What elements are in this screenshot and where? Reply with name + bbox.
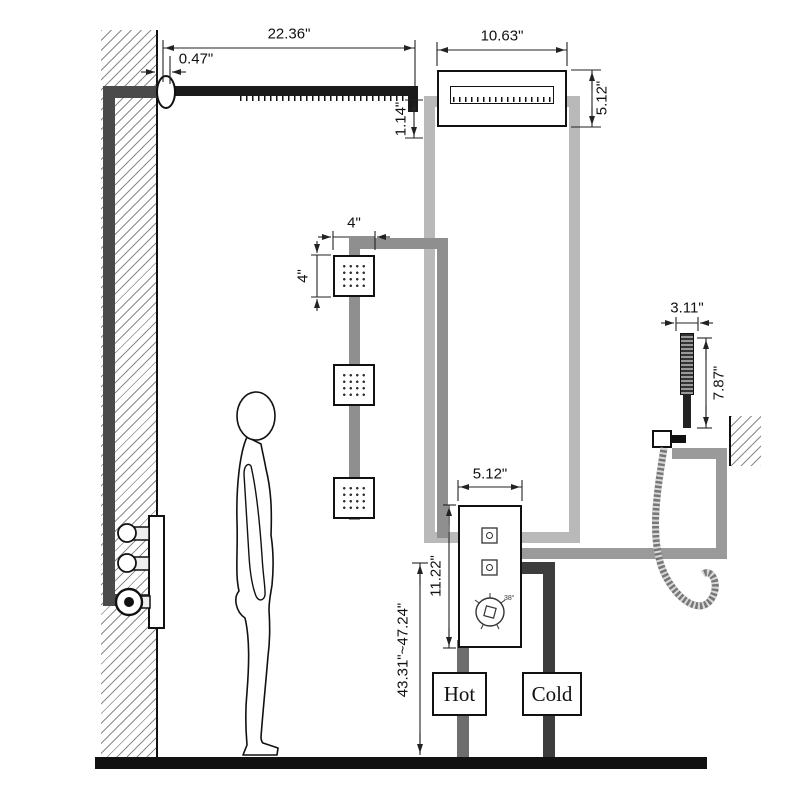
rain-loop-bottom-right xyxy=(514,532,580,543)
body-jet-3 xyxy=(333,477,375,519)
human-figure xyxy=(235,391,279,756)
rain-shower-spray-face xyxy=(453,97,551,102)
dim-valve-height: 11.22" xyxy=(427,555,445,597)
shower-arm-spray-ticks xyxy=(240,96,412,101)
thermostatic-valve-panel xyxy=(458,505,522,648)
hand-shower-handle xyxy=(683,394,691,428)
hot-supply-box: Hot xyxy=(432,672,487,716)
body-jet-2 xyxy=(333,364,375,406)
dim-rain-head-height: 5.12" xyxy=(593,80,611,116)
dim-body-jet-width: 4" xyxy=(347,214,361,232)
body-jet-1 xyxy=(333,255,375,297)
hand-shower-holder-connector xyxy=(670,435,686,443)
shower-arm xyxy=(160,86,418,96)
hot-label: Hot xyxy=(443,681,476,706)
rain-loop-left xyxy=(424,96,435,543)
wall-mixer-valve xyxy=(114,515,165,629)
jet-pipe-top xyxy=(349,238,445,249)
dark-supply-pipe-horizontal xyxy=(103,86,163,98)
dim-hand-shower-height: 7.87" xyxy=(710,365,728,401)
dim-arm-drop: 1.14" xyxy=(392,101,410,137)
dim-hand-shower-width: 3.11" xyxy=(670,299,704,317)
wall-surface-line xyxy=(156,30,158,757)
floor xyxy=(95,757,707,769)
valve-dial-temp: 38° xyxy=(504,594,515,602)
jet-pipe-drop xyxy=(437,238,448,538)
dim-arm-length: 22.36" xyxy=(267,25,311,43)
shower-arm-drop-connector xyxy=(408,86,418,112)
dim-wall-offset: 0.47" xyxy=(178,50,214,68)
dimension-lines xyxy=(141,40,713,755)
dim-rain-head-width: 10.63" xyxy=(480,27,524,45)
hand-shower-pipe-vertical xyxy=(716,452,727,559)
valve-dial xyxy=(475,597,505,627)
rain-shower-head-slot xyxy=(450,86,554,104)
valve-controls: 38° xyxy=(474,527,515,630)
dim-body-jet-height: 4" xyxy=(294,269,312,283)
cold-supply-box: Cold xyxy=(522,672,582,716)
human-head xyxy=(236,391,276,441)
dim-valve-width: 5.12" xyxy=(472,465,508,483)
dark-supply-pipe-vertical xyxy=(103,86,115,606)
right-wall-stub-hatching xyxy=(729,416,761,466)
hand-shower-pipe-horizontal xyxy=(522,548,727,559)
hand-shower-pipe-stub xyxy=(672,448,727,459)
cold-label: Cold xyxy=(531,681,573,706)
rain-loop-right xyxy=(569,96,580,543)
hand-shower-hose xyxy=(652,447,719,610)
arm-wall-flange xyxy=(156,75,176,109)
dim-valve-height-from-floor: 43.31"~47.24" xyxy=(394,602,412,698)
